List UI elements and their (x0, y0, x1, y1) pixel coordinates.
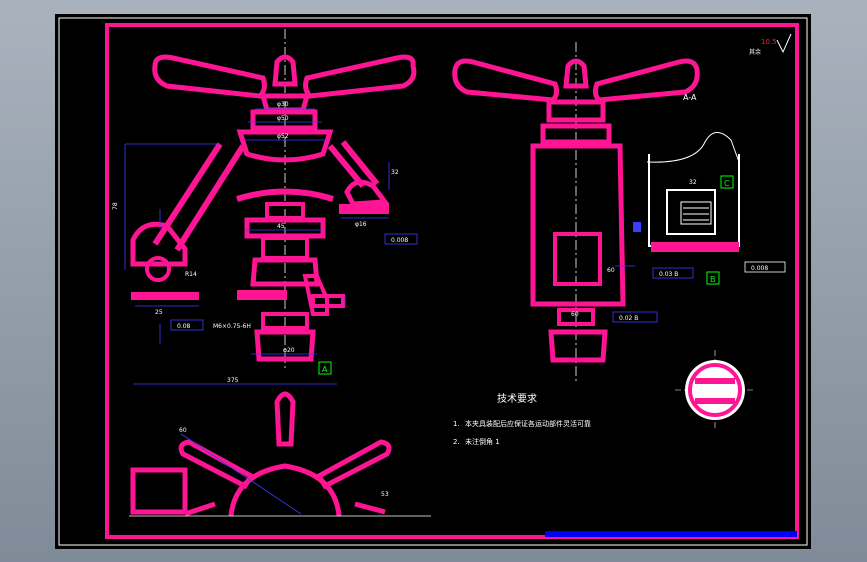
dim-phi16: φ16 (355, 221, 367, 228)
roughness-note: 其余 (749, 48, 761, 56)
thread-m6: M6×0.75-6H (213, 323, 251, 330)
side-collar (540, 123, 612, 145)
title-block-bar (545, 531, 797, 537)
dim-phi52: φ52 (277, 133, 289, 140)
bottom-spokes (184, 501, 386, 517)
dim-60b: 60 (179, 427, 187, 434)
tol-1: 0.08 (177, 323, 191, 330)
datum-c-box (720, 175, 734, 189)
right-arm (327, 140, 380, 188)
bottom-view: 375 60 53 (129, 377, 431, 517)
datum-a-box (318, 361, 332, 375)
dim-60c: 60 (571, 311, 579, 318)
dim-375: 375 (227, 377, 239, 384)
dim-phi50: φ50 (277, 115, 289, 122)
dim-60: 60 (607, 267, 615, 274)
handle-knob (272, 54, 298, 87)
handle-left-wing (152, 54, 267, 99)
detail-ring (688, 363, 742, 417)
dim-32: 32 (391, 169, 399, 176)
side-wing-right (592, 58, 700, 103)
note-1-num: 1. (453, 420, 460, 428)
tol-frame-4 (612, 311, 658, 323)
right-jaw (344, 179, 390, 207)
dim-53: 53 (381, 491, 389, 498)
bottom-handle-top (274, 391, 296, 447)
datum-c: C (724, 179, 730, 188)
outer-border (58, 17, 808, 546)
right-pad (339, 204, 389, 214)
round-detail (675, 350, 755, 430)
datum-a: A (322, 365, 328, 374)
section-hatch (683, 207, 709, 221)
side-body (530, 143, 626, 307)
bottom-handle-left (178, 439, 255, 490)
left-jaw (130, 221, 188, 267)
dim-r14: R14 (185, 271, 197, 278)
inner-frame (105, 23, 799, 539)
tech-title: 技术要求 (497, 392, 537, 405)
tol-frame-5 (652, 267, 694, 279)
lower-housing (250, 257, 320, 287)
note-2-text: 未注倒角 1 (465, 437, 500, 446)
detail-bar-top (695, 378, 735, 384)
tol-2: 0.008 (391, 237, 408, 244)
section-label: A-A (683, 93, 697, 102)
bottom-handle-right (315, 439, 392, 490)
tech-requirements: 技术要求 1. 本夹具装配后应保证各运动部件灵活可靠 2. 未注倒角 1 (453, 392, 591, 446)
roughness-value: 10.5 (761, 38, 777, 46)
bottom-diag-dim (180, 433, 302, 515)
tol-5: 0.03 B (659, 271, 678, 278)
tol-6: 0.008 (751, 265, 768, 272)
side-foot (548, 329, 608, 363)
side-wing-left (452, 58, 560, 103)
dim-25: 25 (155, 309, 163, 316)
bottom-bracket (130, 467, 188, 515)
screw-head (311, 294, 345, 308)
side-hub (546, 99, 606, 123)
top-nut (250, 109, 318, 131)
bracket-head (236, 129, 334, 163)
note-2-num: 2. (453, 438, 460, 446)
tol-frame-2 (384, 233, 418, 245)
tol-4: 0.02 B (619, 315, 638, 322)
handle-right-wing (303, 54, 417, 99)
section-block (666, 189, 716, 235)
front-view: φ30 φ50 φ52 78 32 45 25 R14 φ16 M6×0.75-… (112, 29, 418, 375)
left-arm (152, 142, 246, 252)
tol-frame-6 (744, 261, 786, 273)
dim-phi20: φ20 (283, 347, 295, 354)
datum-b: B (710, 275, 716, 284)
bottom-arc (228, 463, 342, 517)
section-marker (633, 222, 641, 232)
datum-b-box (706, 271, 720, 285)
cross-bar (236, 188, 334, 202)
front-dim-lines (124, 108, 390, 355)
side-view: 60 0.02 B 60 A-A 32 C 0.03 B (452, 33, 792, 430)
tol-frame-1 (170, 319, 204, 331)
side-slot (553, 232, 602, 286)
lower-pad-left (237, 290, 287, 300)
base-foot (254, 329, 316, 362)
detail-bar-bottom (695, 398, 735, 404)
dim-45: 45 (277, 223, 285, 230)
side-knob (563, 58, 589, 89)
dim-phi30: φ30 (277, 101, 289, 108)
section-break-line (646, 132, 740, 163)
dim-78: 78 (112, 202, 119, 210)
detail-disc (685, 360, 745, 420)
section-insert (680, 201, 712, 225)
section-frame (648, 154, 740, 247)
left-pad (131, 292, 199, 300)
base-block (261, 312, 309, 330)
drawing-sheet: φ30 φ50 φ52 78 32 45 25 R14 φ16 M6×0.75-… (55, 14, 811, 549)
drawing-canvas: φ30 φ50 φ52 78 32 45 25 R14 φ16 M6×0.75-… (58, 17, 808, 546)
roughness-symbol (776, 33, 792, 54)
left-pin (145, 256, 171, 282)
dim-32b: 32 (689, 179, 697, 186)
note-1-text: 本夹具装配后应保证各运动部件灵活可靠 (465, 419, 591, 428)
side-neck (557, 308, 595, 326)
section-base (651, 242, 739, 252)
